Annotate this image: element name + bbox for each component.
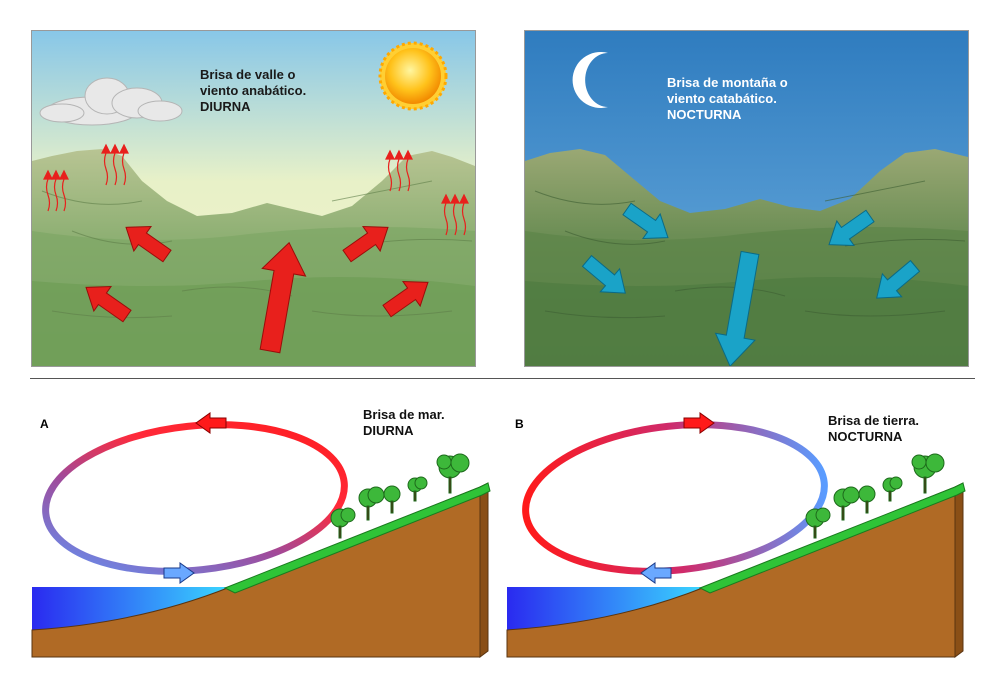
caption-line: DIURNA <box>200 99 251 114</box>
trees <box>805 453 945 539</box>
valley-day-caption: Brisa de valle o viento anabático. DIURN… <box>200 67 306 115</box>
land-block <box>31 486 481 658</box>
diagram-letter: A <box>40 417 49 431</box>
upslope-arrow <box>382 280 429 318</box>
loop-arrow-bottom <box>163 562 195 584</box>
sea-breeze-caption: Brisa de mar. DIURNA <box>363 407 445 439</box>
section-divider <box>30 378 975 379</box>
downslope-arrow <box>622 202 669 240</box>
valley-day-illustration <box>32 31 475 366</box>
downslope-arrow <box>581 254 626 294</box>
trees <box>330 453 470 539</box>
mountain-breeze-night-panel: Brisa de montaña o viento catabático. NO… <box>524 30 969 367</box>
caption-line: DIURNA <box>363 423 414 438</box>
valley-night-caption: Brisa de montaña o viento catabático. NO… <box>667 75 788 123</box>
caption-line: viento anabático. <box>200 83 307 98</box>
caption-line: viento catabático. <box>667 91 777 106</box>
upslope-arrow <box>125 225 172 263</box>
sea-breeze-illustration <box>31 412 491 658</box>
grass-slope <box>223 482 491 594</box>
caption-line: NOCTURNA <box>828 429 903 444</box>
grass-slope <box>698 482 966 594</box>
circulation-loop <box>42 421 348 575</box>
land-block <box>506 486 956 658</box>
sea-breeze-diagram: A Brisa de mar. DIURNA <box>20 395 500 685</box>
land-breeze-diagram: B Brisa de tierra. NOCTURNA <box>495 395 975 685</box>
thermal-arrow <box>101 143 129 186</box>
thermal-arrow <box>43 169 69 212</box>
caption-line: Brisa de montaña o <box>667 75 788 90</box>
upslope-arrow <box>342 225 389 263</box>
downslope-arrow <box>714 250 760 366</box>
upslope-arrow <box>259 241 307 354</box>
upslope-arrow <box>85 285 132 323</box>
thermal-arrows-group <box>43 143 469 236</box>
caption-line: Brisa de mar. <box>363 407 445 422</box>
diagram-letter: B <box>515 417 524 431</box>
caption-line: Brisa de valle o <box>200 67 296 82</box>
circulation-loop <box>522 421 828 575</box>
loop-arrow-top <box>683 412 715 434</box>
thermal-arrow <box>385 149 413 192</box>
thermal-arrow <box>441 193 469 236</box>
valley-night-illustration <box>525 31 968 366</box>
moon-icon <box>572 52 608 108</box>
downslope-arrow <box>828 209 875 247</box>
land-breeze-caption: Brisa de tierra. NOCTURNA <box>828 413 919 445</box>
land-breeze-illustration <box>506 412 966 658</box>
caption-line: NOCTURNA <box>667 107 742 122</box>
sun-icon <box>378 41 448 111</box>
downslope-arrow <box>876 259 921 299</box>
caption-line: Brisa de tierra. <box>828 413 920 428</box>
valley-breeze-day-panel: Brisa de valle o viento anabático. DIURN… <box>31 30 476 367</box>
loop-arrow-bottom <box>640 562 672 584</box>
cloud-icon <box>39 77 183 126</box>
loop-arrow-top <box>195 412 227 434</box>
